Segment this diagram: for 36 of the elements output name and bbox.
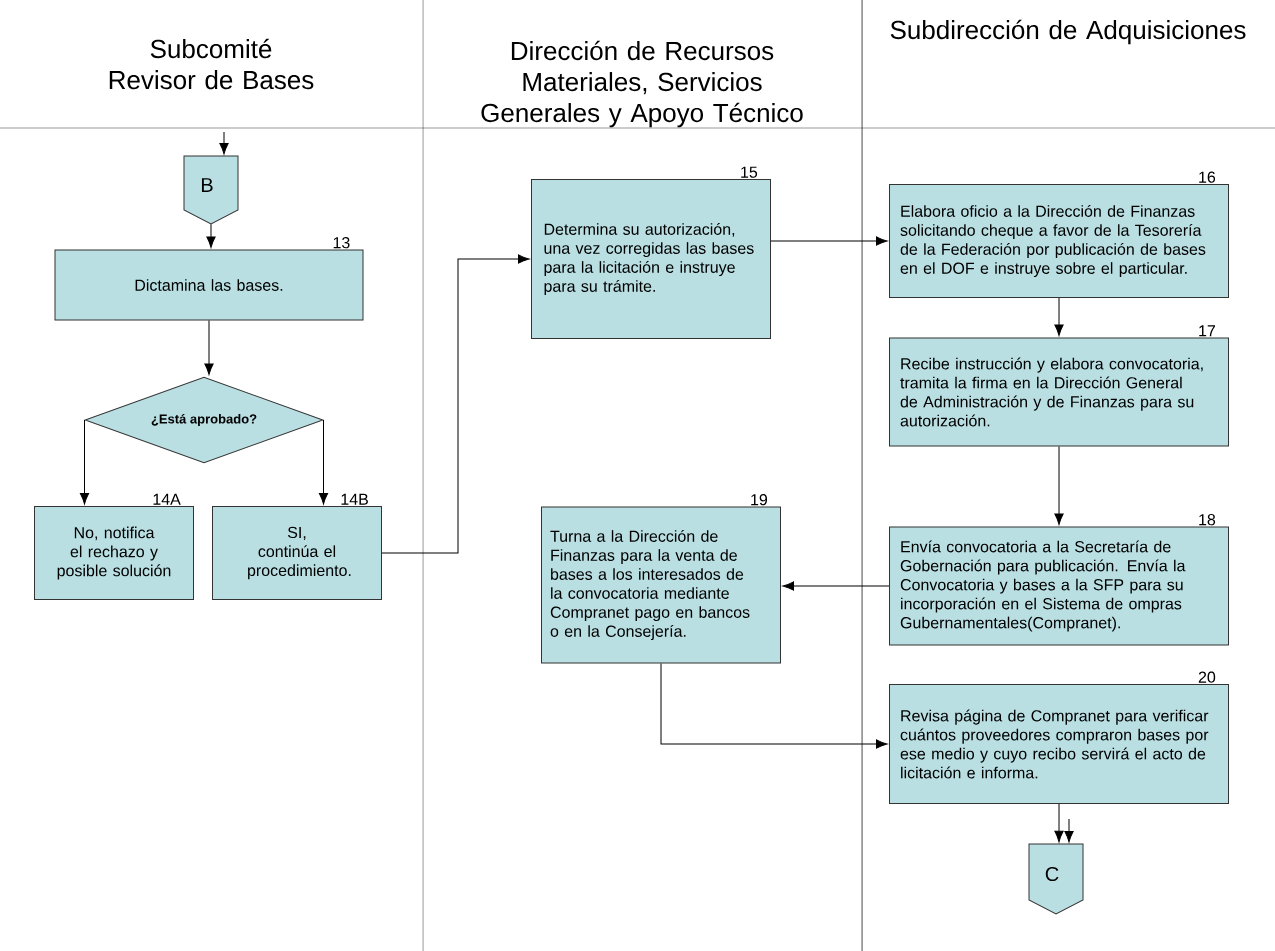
arrow [1054,803,1064,843]
step-number: 18 [1199,514,1216,526]
arrow [206,223,216,248]
arrow [219,131,229,155]
arrow [204,320,214,375]
arrow [770,236,888,246]
step-number: 20 [1198,671,1216,683]
process-box: Determina su autorización, una vez corregidas las bases para la licitación e instruye para su trámite. [531,179,771,339]
arrow [1064,818,1074,843]
lane-heading: Subcomité Revisor de Bases [109,38,314,90]
step-number: 16 [1199,171,1216,183]
process-box: Turna a la Dirección de Finanzas para la venta de bases a los interesados de la convocatoria mediante Compranet pago en bancos o en la Consejería. [541,506,781,664]
lane-heading: Dirección de Recursos Materiales, Servicios Generales y Apoyo Técnico [481,40,803,128]
arrow [381,254,530,554]
arrow [318,419,329,505]
arrow [1054,297,1064,336]
step-number: 15 [741,166,758,178]
arrow [1054,446,1064,525]
process-box: Recibe instrucción y elabora convocatoria, tramita la firma en la Dirección General de Administración y de Finanzas para su autorización. [889,337,1229,447]
process-box: Envía convocatoria a la Secretaría de Gobernación para publicación. Envía la Convocatoria y bases a la SFP para su incorporación en el Sistema de ompras Gubernamentales(Compranet). [889,526,1229,646]
arrow [660,663,888,749]
off-page-connector: B [183,155,239,225]
process-box: No, notifica el rechazo y posible solución [34,506,194,600]
process-box: SI, continúa el procedimiento. [212,506,382,600]
process-box: Dictamina las bases. [54,249,364,321]
arrow [782,581,890,591]
lane-heading: Subdirección de Adquisiciones [890,19,1246,45]
process-box: Elabora oficio a la Dirección de Finanzas solicitando cheque a favor de la Tesorería de la Federación por publicación de bases en el DOF e instruye sobre el particular. [889,184,1229,298]
process-box: Revisa página de Compranet para verificar cuántos proveedores compraron bases por ese medio y cuyo recibo servirá el acto de licitación e informa. [889,684,1229,804]
step-number: 13 [333,237,350,249]
step-number: 14A [153,493,181,505]
arrow [79,419,90,505]
step-number: 19 [751,494,768,506]
off-page-connector: C [1028,843,1084,915]
step-number: 14B [341,493,368,505]
step-number: 17 [1199,325,1215,337]
